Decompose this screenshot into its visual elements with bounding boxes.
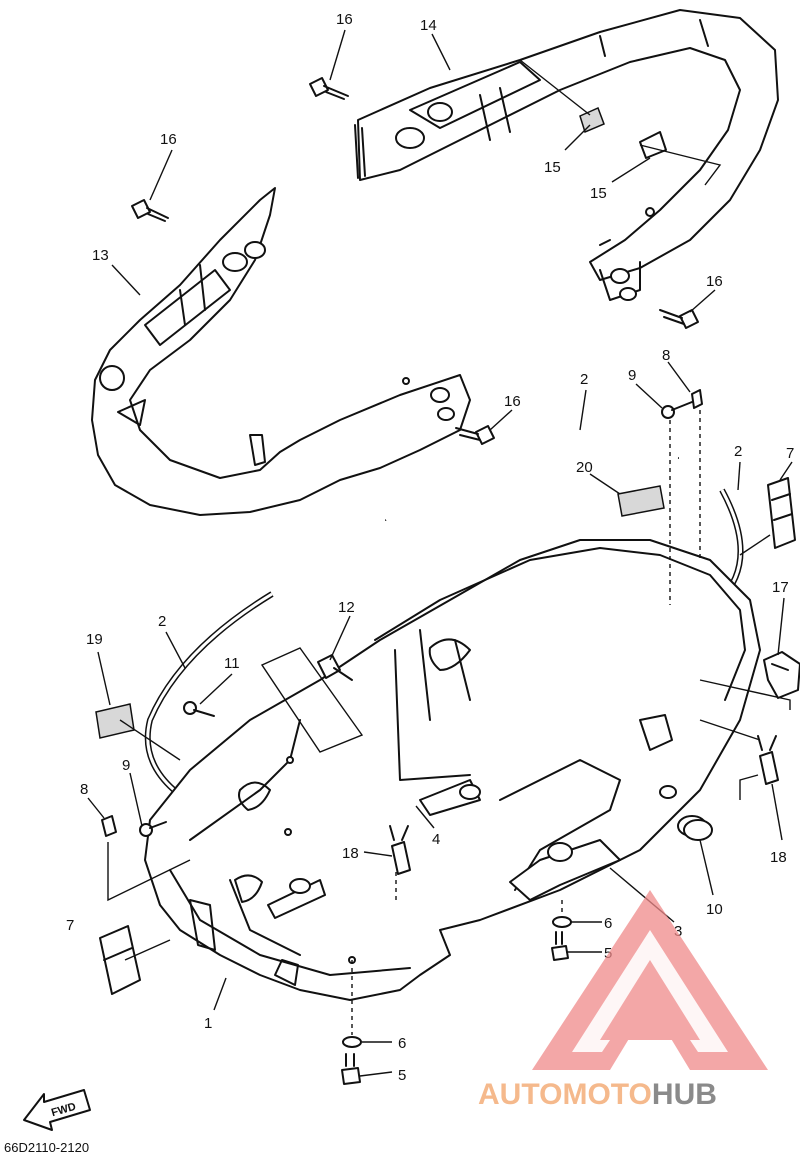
callout-18-right: 18: [770, 849, 787, 866]
callout-9-right: 9: [628, 367, 636, 384]
callout-7-left: 7: [66, 917, 74, 934]
callout-16-left: 16: [160, 131, 177, 148]
callout-2-right: 2: [734, 443, 742, 460]
callout-8-right: 8: [662, 347, 670, 364]
part-1-bottom-cowling: [144, 539, 761, 1001]
callout-5-upper: 5: [604, 945, 612, 962]
callout-9-left: 9: [122, 757, 130, 774]
callout-13: 13: [92, 247, 109, 264]
part-18-clip-left: [389, 825, 411, 875]
callout-1: 1: [204, 1015, 212, 1032]
callout-3: 3: [674, 923, 682, 940]
callout-4: 4: [432, 831, 440, 848]
callout-6-upper: 6: [604, 915, 612, 932]
drawing-code: 66D2110-2120: [4, 1140, 89, 1155]
watermark-brand-part1: AUTOMOTO: [478, 1078, 652, 1111]
callout-15-right: 15: [590, 185, 607, 202]
part-11-screw: [183, 701, 215, 717]
assembly-dashed-lines: [351, 410, 701, 1035]
assembly-lines: [107, 59, 791, 961]
watermark-logo: [532, 890, 768, 1070]
callout-18-left: 18: [342, 845, 359, 862]
callout-labels: 16 14 15 15 16 13 16 16 2 8 9 2 7 20 17 …: [66, 11, 794, 1084]
callout-16-right: 16: [706, 273, 723, 290]
callout-14: 14: [420, 17, 437, 34]
part-8-nut-right: [691, 389, 703, 409]
part-5-bolt-upper: [551, 931, 569, 961]
callout-2-left: 2: [158, 613, 166, 630]
callout-17: 17: [772, 579, 789, 596]
part-8-nut-left: [101, 815, 117, 837]
callout-20: 20: [576, 459, 593, 476]
part-13-lower-handle: [91, 187, 471, 516]
forward-arrow: FWD: [23, 1089, 91, 1131]
callout-6-lower: 6: [398, 1035, 406, 1052]
part-6-washer-upper: [552, 916, 572, 928]
part-10-grommet: [677, 815, 713, 841]
part-7-latch-right: [767, 477, 796, 549]
part-2-seal-left: [144, 591, 274, 793]
callout-5-lower: 5: [398, 1067, 406, 1084]
part-9-screw-left: [139, 821, 167, 837]
callout-16-center: 16: [504, 393, 521, 410]
callout-10: 10: [706, 901, 723, 918]
callout-11: 11: [224, 655, 240, 672]
callout-7-right: 7: [786, 445, 794, 462]
watermark-brand: AUTOMOTOHUB: [478, 1078, 717, 1111]
part-12-clip: [317, 654, 353, 681]
part-20-label: [617, 485, 665, 517]
part-18-clip-right: [757, 735, 779, 785]
part-17-clip: [763, 651, 800, 699]
callout-leaders: [87, 29, 793, 1077]
part-14-upper-handle: [354, 9, 779, 301]
part-6-washer-lower: [342, 1036, 362, 1048]
callout-8-left: 8: [80, 781, 88, 798]
callout-16-top: 16: [336, 11, 353, 28]
bolt-16-center: [455, 425, 495, 445]
part-19-label: [95, 703, 135, 739]
callout-19: 19: [86, 631, 103, 648]
callout-2-top: 2: [580, 371, 588, 388]
callout-12: 12: [338, 599, 355, 616]
watermark-brand-part2: HUB: [652, 1078, 717, 1111]
part-7-latch-left: [99, 925, 141, 995]
part-5-bolt-lower: [341, 1053, 361, 1085]
bolt-16-right: [659, 309, 699, 329]
part-15-label-plates: [579, 106, 667, 159]
part-9-screw-right: [661, 401, 693, 419]
callout-15-left: 15: [544, 159, 561, 176]
part-2-seal-top: [385, 455, 679, 522]
bolt-16-top: [309, 77, 349, 100]
bolt-16-left: [131, 199, 169, 222]
